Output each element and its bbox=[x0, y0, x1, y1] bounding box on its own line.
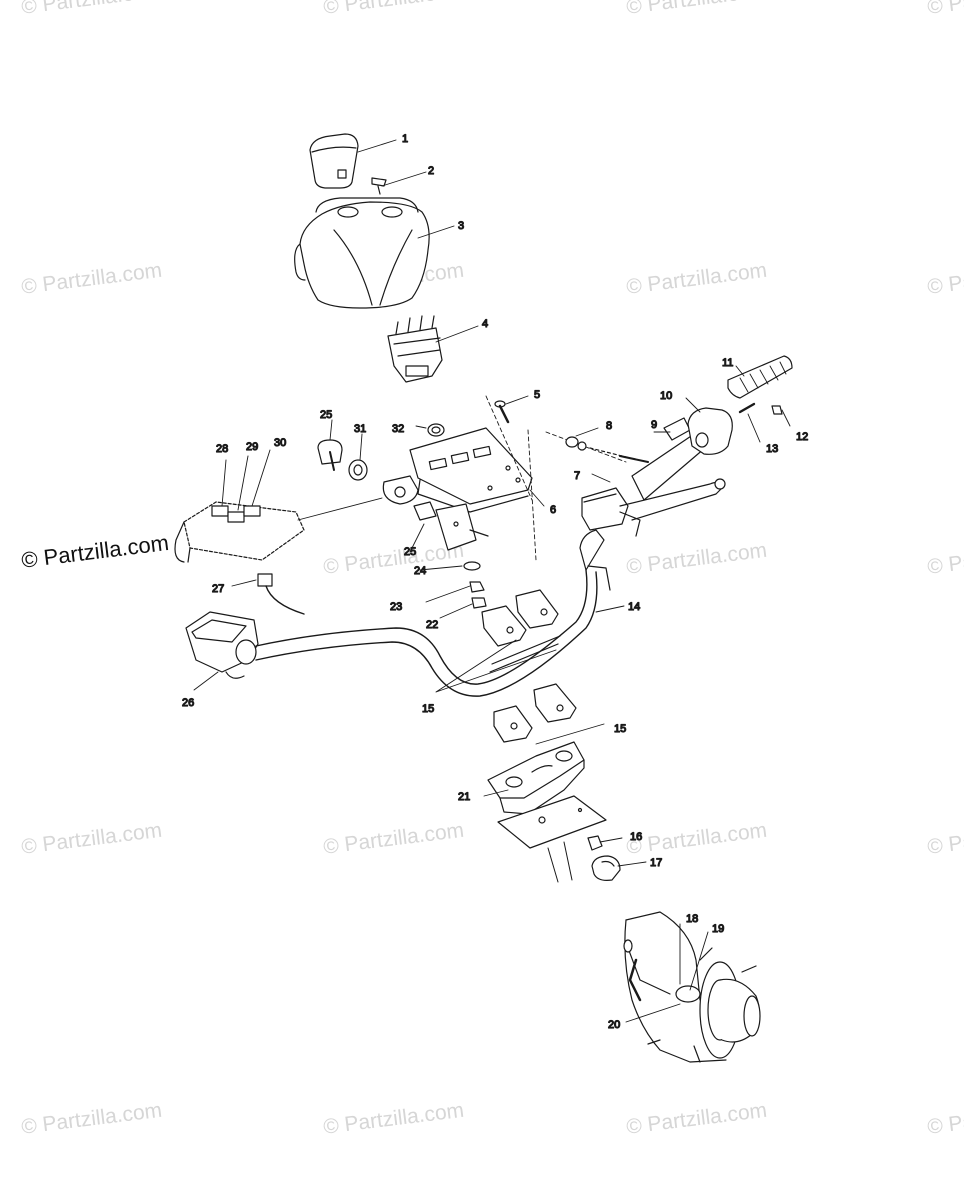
callout-19: 19 bbox=[712, 923, 724, 935]
washer-part bbox=[463, 561, 481, 571]
leader-lines bbox=[193, 139, 791, 1023]
callout-20: 20 bbox=[608, 1019, 620, 1031]
callout-2: 2 bbox=[428, 165, 434, 177]
callout-7: 7 bbox=[574, 470, 580, 482]
bolt-part bbox=[494, 400, 510, 424]
callout-27: 27 bbox=[212, 583, 224, 595]
callout-17: 17 bbox=[650, 857, 662, 869]
callout-8: 8 bbox=[606, 420, 612, 432]
callout-14: 14 bbox=[628, 601, 640, 613]
callout-29: 29 bbox=[246, 441, 258, 453]
riser-block-part bbox=[487, 741, 585, 815]
lower-clamp-part bbox=[493, 683, 577, 743]
callout-32: 32 bbox=[392, 423, 404, 435]
hand-grip-part bbox=[727, 355, 793, 399]
ignition-switch-part bbox=[413, 501, 489, 551]
cable-clamp-part bbox=[591, 855, 621, 881]
switch-panel-part bbox=[174, 497, 383, 563]
callout-22: 22 bbox=[426, 619, 438, 631]
callout-25b: 25 bbox=[404, 546, 416, 558]
upper-clamp-part bbox=[481, 589, 559, 647]
callout-15a: 15 bbox=[422, 703, 434, 715]
callout-26: 26 bbox=[182, 697, 194, 709]
key-switch-part bbox=[317, 439, 343, 471]
callout-18: 18 bbox=[686, 913, 698, 925]
callout-16: 16 bbox=[630, 831, 642, 843]
retainer-ring-part bbox=[348, 459, 368, 481]
callout-4: 4 bbox=[482, 318, 488, 330]
mount-base-plate-part bbox=[497, 795, 607, 883]
callout-10: 10 bbox=[660, 390, 672, 402]
callout-28: 28 bbox=[216, 443, 228, 455]
callout-23: 23 bbox=[390, 601, 402, 613]
callout-13: 13 bbox=[766, 443, 778, 455]
callout-labels: 1 2 3 4 5 6 7 8 9 10 11 12 13 14 15 15 1… bbox=[181, 132, 808, 1031]
flange-nut-part bbox=[587, 835, 603, 851]
callout-6: 6 bbox=[550, 504, 556, 516]
callout-5: 5 bbox=[534, 389, 540, 401]
callout-15b: 15 bbox=[614, 723, 626, 735]
wheel-hub-assembly-part bbox=[623, 911, 761, 1063]
callout-1: 1 bbox=[402, 133, 408, 145]
left-control-housing-part bbox=[185, 611, 259, 679]
callout-11: 11 bbox=[722, 357, 733, 369]
callout-3: 3 bbox=[458, 220, 464, 232]
grommet-part bbox=[427, 423, 445, 437]
mount-plate-part bbox=[382, 427, 533, 513]
callout-30: 30 bbox=[274, 437, 286, 449]
master-cylinder-part bbox=[581, 487, 641, 537]
callout-21: 21 bbox=[458, 791, 470, 803]
callout-9: 9 bbox=[651, 419, 657, 431]
lock-nut-part bbox=[469, 581, 487, 609]
throttle-housing-part bbox=[687, 407, 733, 455]
connector-part bbox=[257, 573, 305, 615]
housing-screw-part bbox=[738, 402, 783, 415]
screw-part bbox=[371, 177, 387, 195]
handlebar-part bbox=[255, 529, 611, 697]
headlight-pod-part bbox=[294, 197, 430, 309]
lamp-bracket-part bbox=[387, 315, 443, 383]
pod-cap-part bbox=[309, 133, 359, 189]
callout-12: 12 bbox=[796, 431, 808, 443]
callout-31: 31 bbox=[354, 423, 366, 435]
callout-24: 24 bbox=[414, 565, 426, 577]
callout-25a: 25 bbox=[320, 409, 332, 421]
